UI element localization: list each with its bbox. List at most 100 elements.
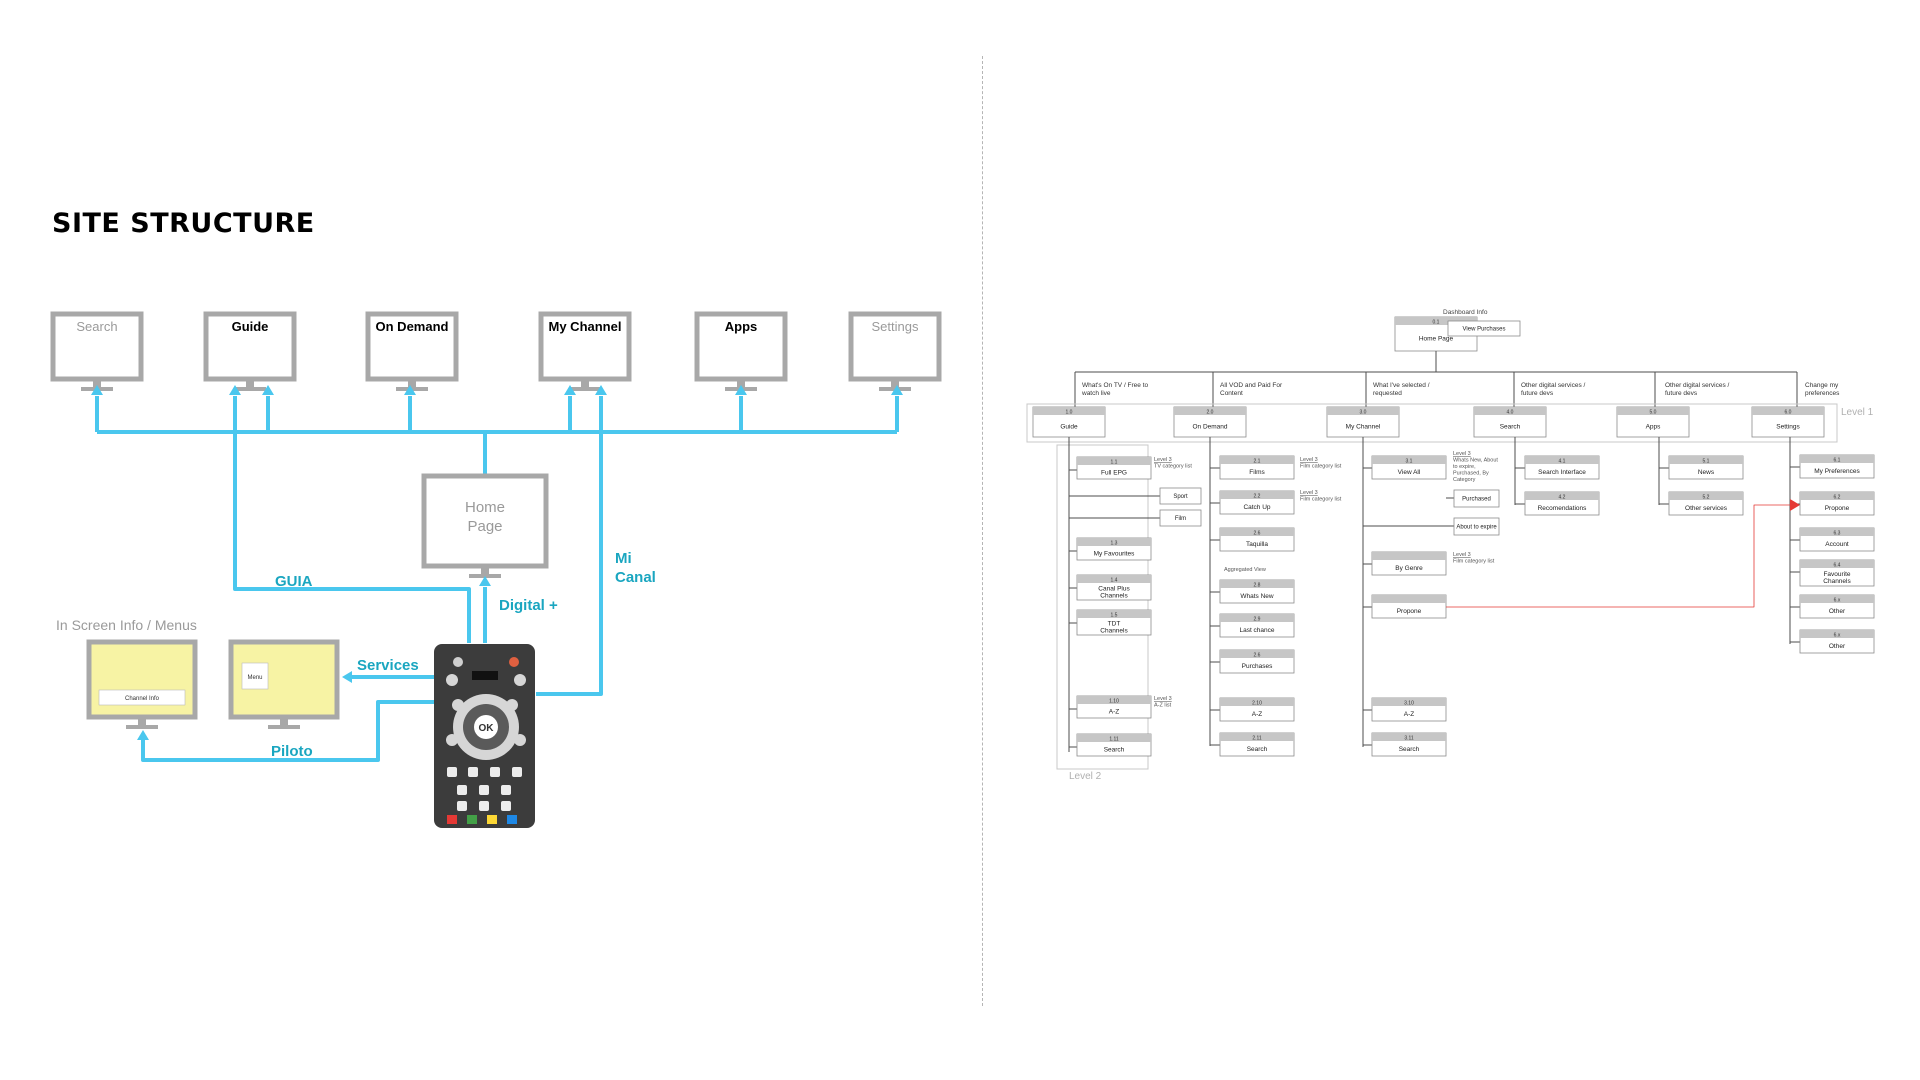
node-settings-1-code: 6.1 (1834, 458, 1841, 464)
screen-apps-frame (694, 311, 788, 382)
node-guide-2-code: 1.3 (1111, 541, 1118, 547)
remote-key (512, 767, 522, 777)
node-ondemand-1-header (1220, 456, 1294, 464)
arrow-head (342, 671, 352, 683)
screen-title: Search (76, 319, 117, 334)
screen-channel-info-frame (86, 639, 198, 720)
node-ondemand-1-label: Films (1249, 469, 1265, 476)
node-guide-6-label: Search (1104, 747, 1125, 754)
node-mychannel-2-header (1372, 552, 1446, 560)
node-mychannel-1-label: View All (1398, 469, 1421, 476)
node-guide-5: 1.10A-Z (1076, 695, 1152, 719)
node-ondemand-3-label: Taquilla (1246, 541, 1268, 548)
node-guide-1-label: Full EPG (1101, 470, 1127, 477)
mychannel-extra-about-to-expire: About to expire (1453, 517, 1500, 536)
screen-guide-frame (203, 311, 297, 382)
node-ondemand-2-label: Catch Up (1243, 504, 1270, 511)
node-mychannel-4-code: 3.10 (1404, 701, 1414, 707)
node-section-6-code: 6.0 (1785, 410, 1792, 416)
screen-settings-frame (848, 311, 942, 382)
ondemand-note: Level 3 (1300, 457, 1318, 463)
screen-my-channel-stand (569, 387, 601, 391)
guide-note: A-Z list (1154, 703, 1172, 709)
arrow-head (595, 385, 607, 395)
mychannel-note: Film category list (1453, 559, 1495, 565)
node-section-2-label: On Demand (1192, 424, 1227, 431)
node-ondemand-3-header (1220, 528, 1294, 536)
node-guide-2: 1.3My Favourites (1076, 537, 1152, 561)
section-description: All VOD and Paid For (1220, 382, 1283, 389)
node-section-4-label: Search (1500, 424, 1521, 431)
remote-control: OK (434, 644, 535, 828)
node-settings-1-header (1800, 455, 1874, 463)
node-ondemand-7-label: A-Z (1252, 711, 1263, 718)
node-ondemand-4-code: 2.8 (1254, 583, 1261, 589)
node-apps-2-label: Other services (1685, 505, 1728, 512)
remote-key (447, 767, 457, 777)
guide-extra-film: Film (1159, 509, 1202, 527)
page-title: SITE STRUCTURE (52, 208, 315, 239)
ondemand-note: Level 3 (1300, 490, 1318, 496)
section-description: future devs (1521, 390, 1554, 397)
node-mychannel-5-label: Search (1399, 746, 1420, 753)
node-settings-4-label: Channels (1823, 578, 1851, 585)
node-ondemand-8-code: 2.11 (1252, 736, 1262, 742)
node-settings-4-label: Favourite (1823, 571, 1850, 578)
node-search-2-header (1525, 492, 1599, 500)
mychannel-extra-about-to-expire-box (1453, 517, 1500, 536)
node-settings-4-code: 6.4 (1834, 563, 1841, 569)
mychannel-extra-purchased: Purchased (1453, 489, 1500, 508)
node-search-1-code: 4.1 (1559, 459, 1566, 465)
node-section-3: 3.0My Channel (1326, 406, 1400, 438)
screen-home-page-neck (481, 568, 489, 575)
label-services: Services (357, 657, 419, 674)
node-search-2-label: Recomendations (1538, 505, 1588, 512)
node-guide-5-header (1077, 696, 1151, 704)
node-guide-5-label: A-Z (1109, 709, 1120, 716)
node-mychannel-1-code: 3.1 (1406, 459, 1413, 465)
node-mychannel-5-code: 3.11 (1404, 736, 1414, 742)
ok-button (474, 715, 498, 739)
arrow-head (735, 385, 747, 395)
node-ondemand-7: 2.10A-Z (1219, 697, 1295, 722)
mychannel-note: Category (1453, 477, 1476, 483)
screen-home-page-frame (421, 473, 549, 569)
path-piloto (141, 700, 434, 762)
node-settings-3-header (1800, 528, 1874, 536)
remote-key (457, 785, 467, 795)
arrow-head (404, 385, 416, 395)
node-guide-3-header (1077, 575, 1151, 583)
screen-settings-neck (891, 381, 899, 388)
color-key (507, 815, 517, 824)
section-description: Change my (1805, 382, 1839, 389)
remote-button (453, 657, 463, 667)
guide-note: Level 3 (1154, 457, 1172, 463)
screen-apps: Apps (694, 311, 788, 391)
node-settings-2-header (1800, 492, 1874, 500)
node-section-1-label: Guide (1060, 424, 1078, 431)
node-guide-6-code: 1.11 (1109, 737, 1119, 743)
node-apps-1-label: News (1698, 469, 1715, 476)
guide-extra-sport-box (1159, 487, 1202, 505)
arrow-head (91, 385, 103, 395)
node-settings-6-header (1800, 630, 1874, 638)
node-guide-2-header (1077, 538, 1151, 546)
node-guide-5-code: 1.10 (1109, 699, 1119, 705)
remote-key (479, 785, 489, 795)
level2-band (1056, 444, 1149, 770)
node-section-3-label: My Channel (1346, 424, 1381, 431)
node-ondemand-2-header (1220, 491, 1294, 499)
